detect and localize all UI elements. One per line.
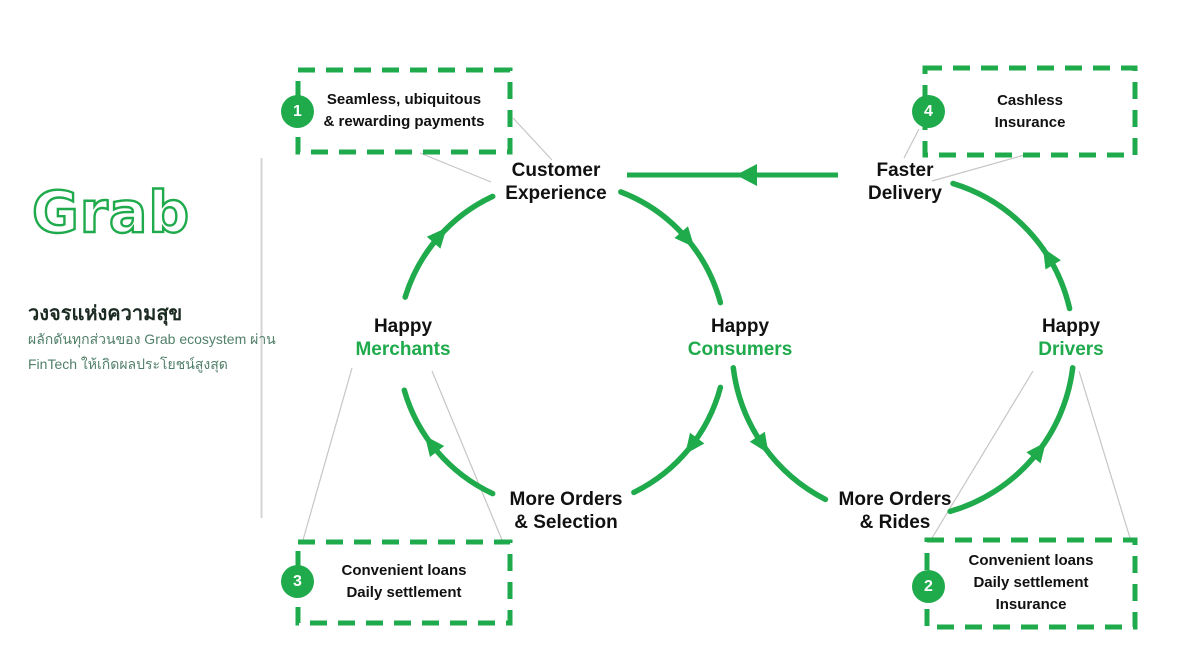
- node-customer-experience: Customer Experience: [505, 159, 606, 205]
- callout-line: Cashless: [997, 92, 1063, 109]
- node-faster-delivery: Faster Delivery: [868, 159, 942, 205]
- grab-logo-text: Grab: [32, 180, 190, 246]
- node-happy-merchants: Happy Merchants: [355, 315, 450, 361]
- callout-box-4: [922, 65, 1138, 158]
- connector-callout4-a: [903, 128, 920, 159]
- callout-line: & rewarding payments: [323, 113, 485, 130]
- callout-4-badge: 4: [912, 95, 945, 128]
- arrowhead-to-faster-delivery: [1042, 247, 1061, 270]
- node-label-line: & Rides: [859, 512, 931, 533]
- callout-1-text: Seamless, ubiquitous & rewarding payment…: [298, 89, 510, 133]
- callout-line: Daily settlement: [346, 584, 462, 601]
- grab-logo: Grab: [30, 178, 200, 248]
- slide-subtitle: ผลักดันทุกส่วนของ Grab ecosystem ผ่าน Fi…: [28, 327, 276, 377]
- horizontal-flow-arrowhead: [736, 164, 757, 186]
- node-label-line: Experience: [505, 183, 607, 204]
- callout-3-text: Convenient loans Daily settlement: [298, 560, 510, 604]
- node-label-line: Consumers: [687, 339, 793, 360]
- node-label-line: & Selection: [514, 512, 618, 533]
- arc-more-orders-rides-to-drivers: [947, 365, 1076, 515]
- node-label-line: More Orders: [509, 489, 623, 510]
- node-label-line: Happy: [710, 316, 770, 337]
- callout-line: Convenient loans: [968, 552, 1094, 569]
- arc-consumers-to-more-orders-selection: [631, 384, 724, 496]
- callout-line: Seamless, ubiquitous: [326, 91, 482, 108]
- connector-callout1-a: [512, 117, 553, 161]
- node-label-line: Happy: [1041, 316, 1101, 337]
- node-label-line: Customer: [511, 160, 601, 181]
- connector-callout3-b: [431, 370, 503, 541]
- node-more-orders-rides: More Orders & Rides: [839, 488, 952, 534]
- arrowhead-to-customer-experience: [426, 227, 447, 249]
- node-label-line: Delivery: [868, 183, 942, 204]
- node-label-line: Faster: [876, 160, 934, 181]
- arc-more-orders-selection-to-merchants: [401, 387, 496, 497]
- callout-line: Convenient loans: [341, 562, 467, 579]
- grab-logo-svg: Grab: [31, 179, 191, 247]
- slide-subtitle-line: ผลักดันทุกส่วนของ Grab ecosystem ผ่าน: [28, 331, 276, 347]
- connector-callout4-b: [931, 153, 1029, 182]
- arrowhead-to-more-orders-selection: [685, 432, 705, 455]
- slide-subtitle-line: FinTech ให้เกิดผลประโยชน์สูงสุด: [28, 356, 228, 372]
- callout-line: Insurance: [995, 596, 1067, 613]
- arc-merchants-to-customer-experience: [402, 193, 496, 300]
- connector-callout3-a: [302, 367, 353, 541]
- connector-callout2-b: [1078, 370, 1131, 539]
- node-label-line: Merchants: [355, 339, 451, 360]
- arc-consumers-to-more-orders-rides: [730, 365, 829, 503]
- cycle-arrowheads: [424, 226, 1061, 464]
- arrowhead-to-drivers: [1026, 442, 1046, 464]
- node-label-line: More Orders: [838, 489, 952, 510]
- faster-delivery-to-customer-experience-arrow: [627, 164, 838, 186]
- node-happy-consumers: Happy Consumers: [688, 315, 793, 361]
- callout-1-badge: 1: [281, 95, 314, 128]
- callout-connector-lines: [302, 117, 1131, 541]
- left-cycle-arcs: [401, 189, 724, 497]
- arc-drivers-to-faster-delivery: [950, 180, 1073, 312]
- arrowhead-to-more-orders-rides: [749, 431, 769, 454]
- slide-title: วงจรแห่งความสุข: [28, 303, 183, 325]
- node-label-line: Happy: [373, 316, 433, 337]
- node-happy-drivers: Happy Drivers: [1038, 315, 1104, 361]
- node-more-orders-selection: More Orders & Selection: [510, 488, 623, 534]
- node-label-line: Drivers: [1038, 339, 1104, 360]
- callout-line: Insurance: [994, 114, 1066, 131]
- callout-2-text: Convenient loans Daily settlement Insura…: [927, 550, 1135, 616]
- arc-customer-experience-to-consumers: [618, 189, 724, 306]
- arrowhead-to-merchants: [424, 435, 445, 457]
- callout-4-text: Cashless Insurance: [925, 90, 1135, 134]
- connector-callout1-b: [419, 152, 492, 183]
- callout-3-badge: 3: [281, 565, 314, 598]
- callout-2-badge: 2: [912, 570, 945, 603]
- arrowhead-to-consumers-left: [674, 226, 695, 248]
- callout-line: Daily settlement: [973, 574, 1089, 591]
